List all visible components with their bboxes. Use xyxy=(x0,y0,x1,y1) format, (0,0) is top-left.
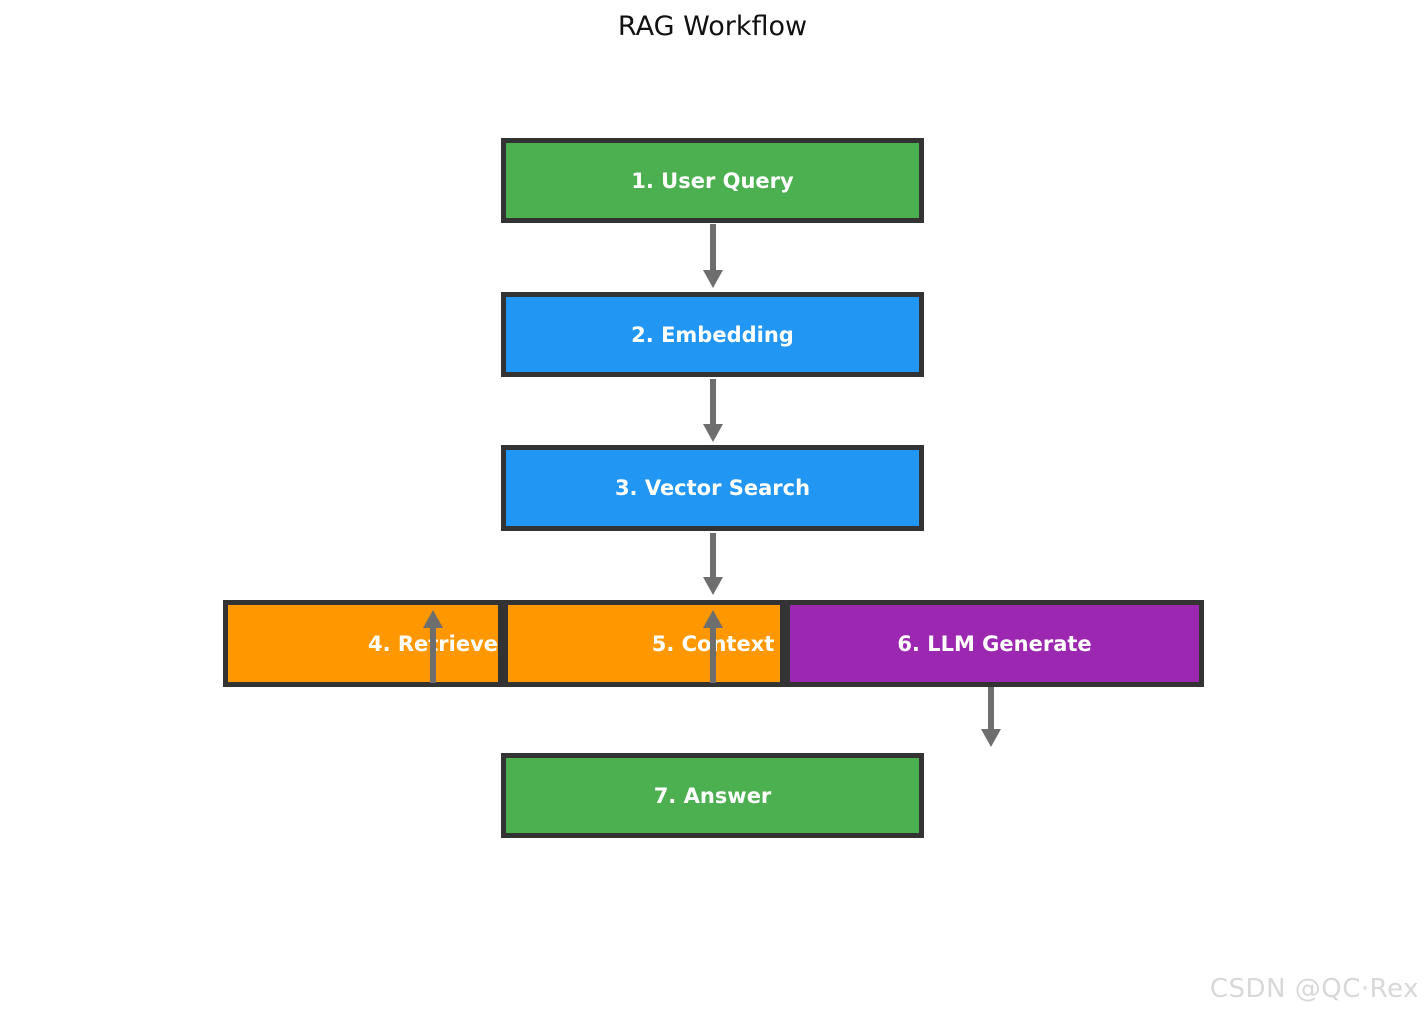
node-embedding-label: 2. Embedding xyxy=(631,322,794,347)
arrow-up-retrieve-icon xyxy=(423,610,443,683)
arrowhead-up-icon xyxy=(423,610,443,628)
arrow-up-context-icon xyxy=(703,610,723,683)
arrowhead-up-icon xyxy=(703,610,723,628)
arrow-shaft xyxy=(988,687,994,729)
arrow-llm-generate-to-answer-icon xyxy=(981,687,1001,747)
arrow-embedding-to-vector-search-icon xyxy=(703,379,723,442)
node-answer: 7. Answer xyxy=(501,753,924,838)
arrow-shaft xyxy=(430,628,436,683)
arrowhead-down-icon xyxy=(981,729,1001,747)
node-retrieve: 4. Retrieve xyxy=(223,600,503,687)
arrow-user-query-to-embedding-icon xyxy=(703,224,723,288)
arrowhead-down-icon xyxy=(703,270,723,288)
node-context: 5. Context xyxy=(503,600,785,687)
arrow-shaft xyxy=(710,533,716,577)
node-vector-search-label: 3. Vector Search xyxy=(614,476,811,500)
node-llm-generate: 6. LLM Generate xyxy=(785,600,1204,687)
node-user-query: 1. User Query xyxy=(501,138,924,223)
diagram-title: RAG Workflow xyxy=(617,11,808,42)
arrowhead-down-icon xyxy=(703,424,723,442)
arrowhead-down-icon xyxy=(703,577,723,595)
arrow-vector-search-to-context-icon xyxy=(703,533,723,595)
node-user-query-label: 1. User Query xyxy=(631,168,794,193)
node-embedding: 2. Embedding xyxy=(501,292,924,377)
node-llm-generate-label: 6. LLM Generate xyxy=(897,631,1092,656)
watermark: CSDN @QC·Rex xyxy=(1209,974,1419,1004)
arrow-shaft xyxy=(710,224,716,270)
arrow-shaft xyxy=(710,628,716,683)
node-answer-label: 7. Answer xyxy=(653,783,772,808)
arrow-shaft xyxy=(710,379,716,424)
node-vector-search: 3. Vector Search xyxy=(501,445,924,531)
